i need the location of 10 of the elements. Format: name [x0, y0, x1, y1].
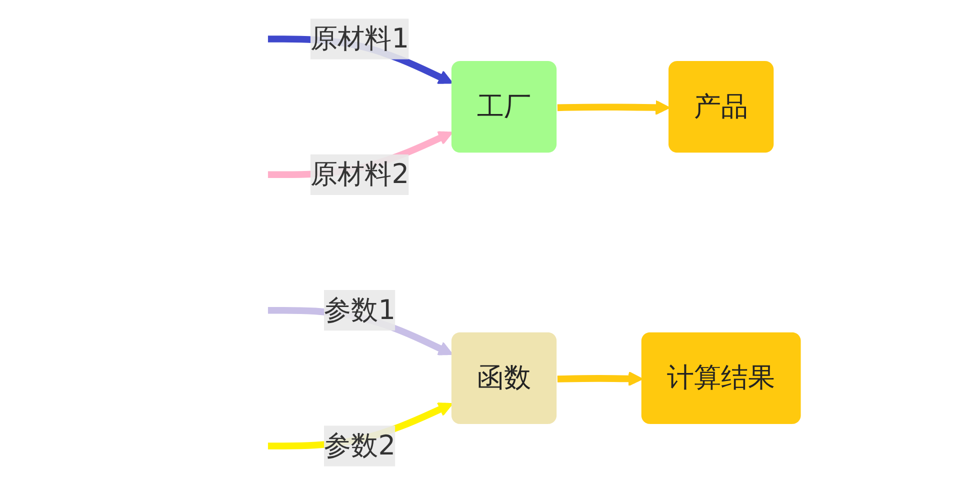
node-box: 产品 — [668, 61, 774, 153]
node-box: 函数 — [451, 332, 557, 424]
node-box: 计算结果 — [641, 332, 801, 424]
edge-label: 参数2 — [324, 429, 396, 462]
edge-label: 参数1 — [324, 293, 396, 326]
edge-label: 原材料2 — [310, 158, 410, 190]
edge-label: 原材料1 — [310, 22, 410, 54]
arrow — [557, 371, 643, 386]
node-box: 工厂 — [451, 61, 557, 153]
arrow — [557, 100, 670, 115]
